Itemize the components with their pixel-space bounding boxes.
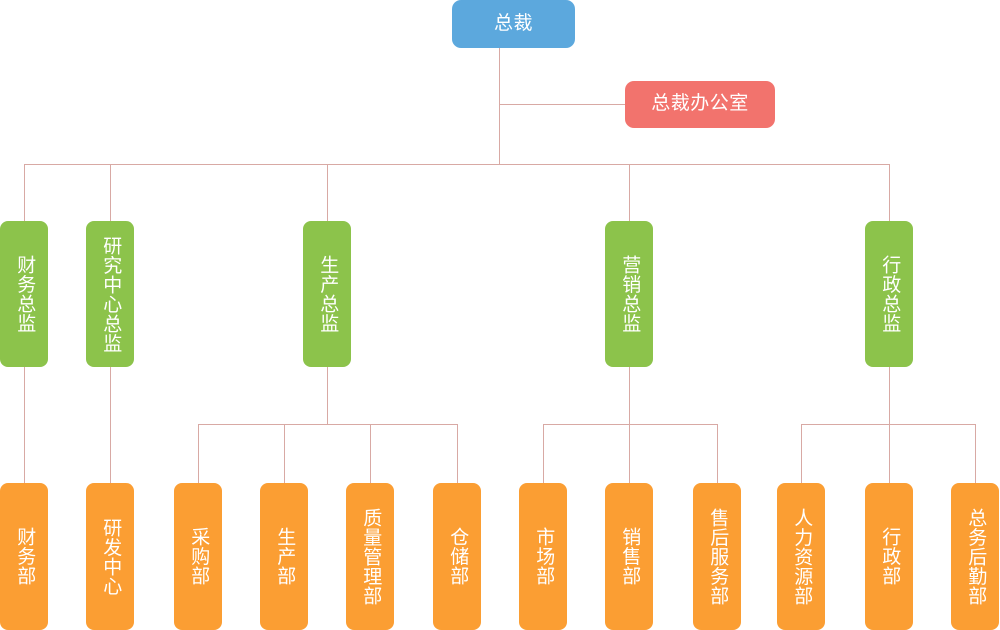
connector-drop-administration bbox=[889, 424, 890, 483]
connector-drop-sales bbox=[629, 424, 630, 483]
node-director-administration[interactable]: 行政总监 bbox=[865, 221, 913, 367]
connector-drop-quality bbox=[370, 424, 371, 483]
connector-ceo-stem bbox=[499, 48, 500, 164]
connector-research-to-dept bbox=[110, 367, 111, 483]
node-dept-rnd-center[interactable]: 研发中心 bbox=[86, 483, 134, 630]
connector-director-bus bbox=[24, 164, 889, 165]
node-dept-warehousing[interactable]: 仓储部 bbox=[433, 483, 481, 630]
connector-drop-general-affairs bbox=[975, 424, 976, 483]
connector-drop-hr bbox=[801, 424, 802, 483]
node-dept-finance[interactable]: 财务部 bbox=[0, 483, 48, 630]
node-director-research-center[interactable]: 研究中心总监 bbox=[86, 221, 134, 367]
connector-drop-warehouse bbox=[457, 424, 458, 483]
node-dept-general-affairs-logistics[interactable]: 总务后勤部 bbox=[951, 483, 999, 630]
connector-marketing-stem bbox=[629, 367, 630, 424]
connector-drop-marketing-director bbox=[629, 164, 630, 221]
connector-drop-finance-director bbox=[24, 164, 25, 221]
node-president[interactable]: 总裁 bbox=[452, 0, 575, 48]
node-dept-human-resources[interactable]: 人力资源部 bbox=[777, 483, 825, 630]
connector-production-stem bbox=[327, 367, 328, 424]
connector-drop-market bbox=[543, 424, 544, 483]
node-dept-production[interactable]: 生产部 bbox=[260, 483, 308, 630]
connector-drop-aftersales bbox=[717, 424, 718, 483]
node-dept-after-sales-service[interactable]: 售后服务部 bbox=[693, 483, 741, 630]
node-director-production[interactable]: 生产总监 bbox=[303, 221, 351, 367]
node-dept-quality-management[interactable]: 质量管理部 bbox=[346, 483, 394, 630]
node-president-office[interactable]: 总裁办公室 bbox=[625, 81, 775, 128]
node-director-marketing[interactable]: 营销总监 bbox=[605, 221, 653, 367]
connector-ceo-to-office bbox=[499, 104, 625, 105]
connector-production-bus bbox=[198, 424, 457, 425]
connector-marketing-bus bbox=[543, 424, 717, 425]
node-dept-purchasing[interactable]: 采购部 bbox=[174, 483, 222, 630]
connector-admin-bus bbox=[801, 424, 975, 425]
connector-drop-production-director bbox=[327, 164, 328, 221]
connector-drop-purchasing bbox=[198, 424, 199, 483]
connector-finance-to-dept bbox=[24, 367, 25, 483]
connector-drop-production-dept bbox=[284, 424, 285, 483]
connector-admin-stem bbox=[889, 367, 890, 424]
node-dept-administration[interactable]: 行政部 bbox=[865, 483, 913, 630]
node-dept-sales[interactable]: 销售部 bbox=[605, 483, 653, 630]
connector-drop-admin-director bbox=[889, 164, 890, 221]
node-director-finance[interactable]: 财务总监 bbox=[0, 221, 48, 367]
connector-drop-research-director bbox=[110, 164, 111, 221]
node-dept-market[interactable]: 市场部 bbox=[519, 483, 567, 630]
